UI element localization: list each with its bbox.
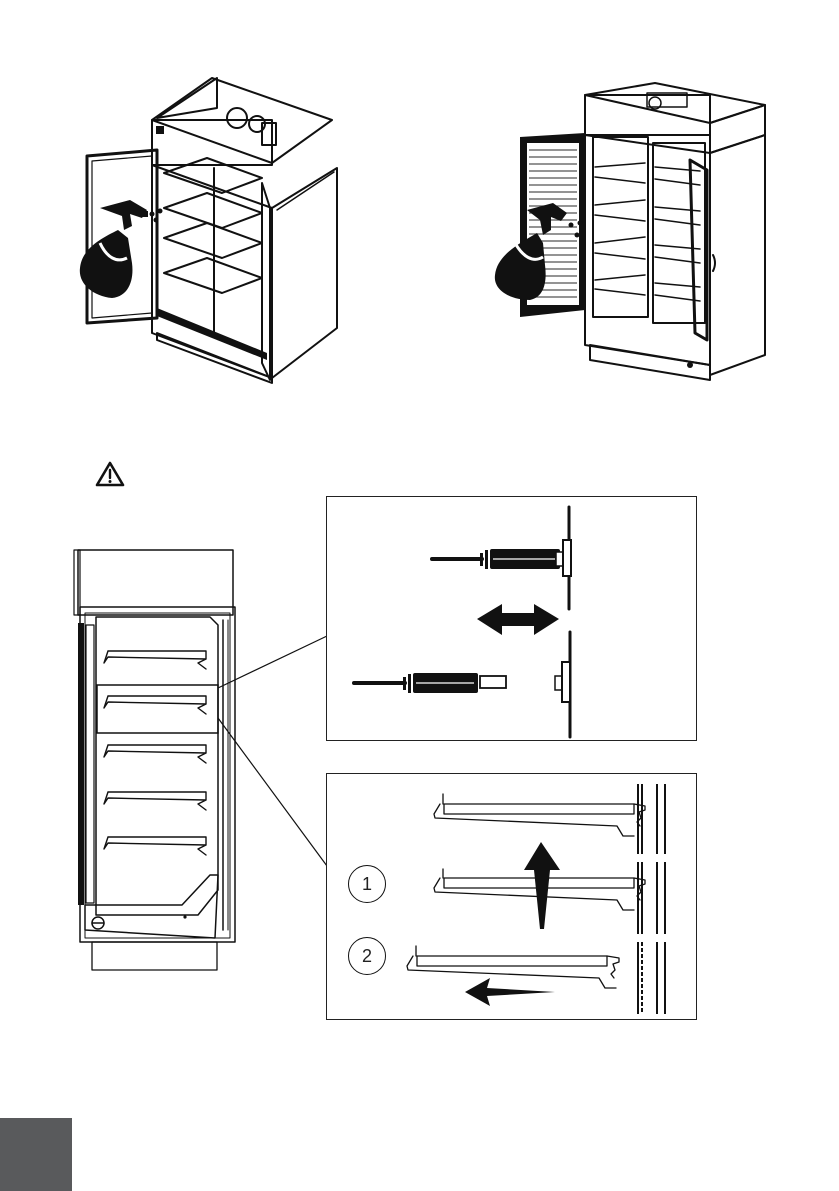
- step-2-badge: 2: [348, 937, 386, 975]
- shelf-bracket: [406, 945, 620, 989]
- shelf: [103, 836, 207, 856]
- step-1-badge: 1: [348, 865, 386, 903]
- shelf-bracket: [433, 793, 646, 837]
- cabinet-front-view: [70, 545, 240, 975]
- step-2-label: 2: [361, 945, 372, 966]
- shelf-list: [103, 650, 207, 856]
- spray-bottle-icon: [494, 203, 583, 300]
- page-section-tab: [0, 1118, 72, 1191]
- warning-triangle-icon: [95, 460, 125, 488]
- detail-highlight-box: [96, 684, 219, 734]
- shelf: [103, 791, 207, 811]
- cleaning-illustration-left: [72, 68, 347, 388]
- cleaning-illustration-right: [485, 75, 775, 385]
- detail-panel-connector: [326, 496, 697, 741]
- step-1-label: 1: [361, 873, 372, 894]
- arrow-left-icon: [465, 978, 555, 1006]
- arrow-up-icon: [524, 842, 560, 929]
- double-headed-arrow-icon: [477, 604, 559, 635]
- shelf: [103, 695, 207, 715]
- spray-bottle-icon: [79, 200, 163, 298]
- detail-panel-shelf-removal: 1 2: [326, 773, 697, 1020]
- shelf: [103, 744, 207, 764]
- shelf: [103, 650, 207, 670]
